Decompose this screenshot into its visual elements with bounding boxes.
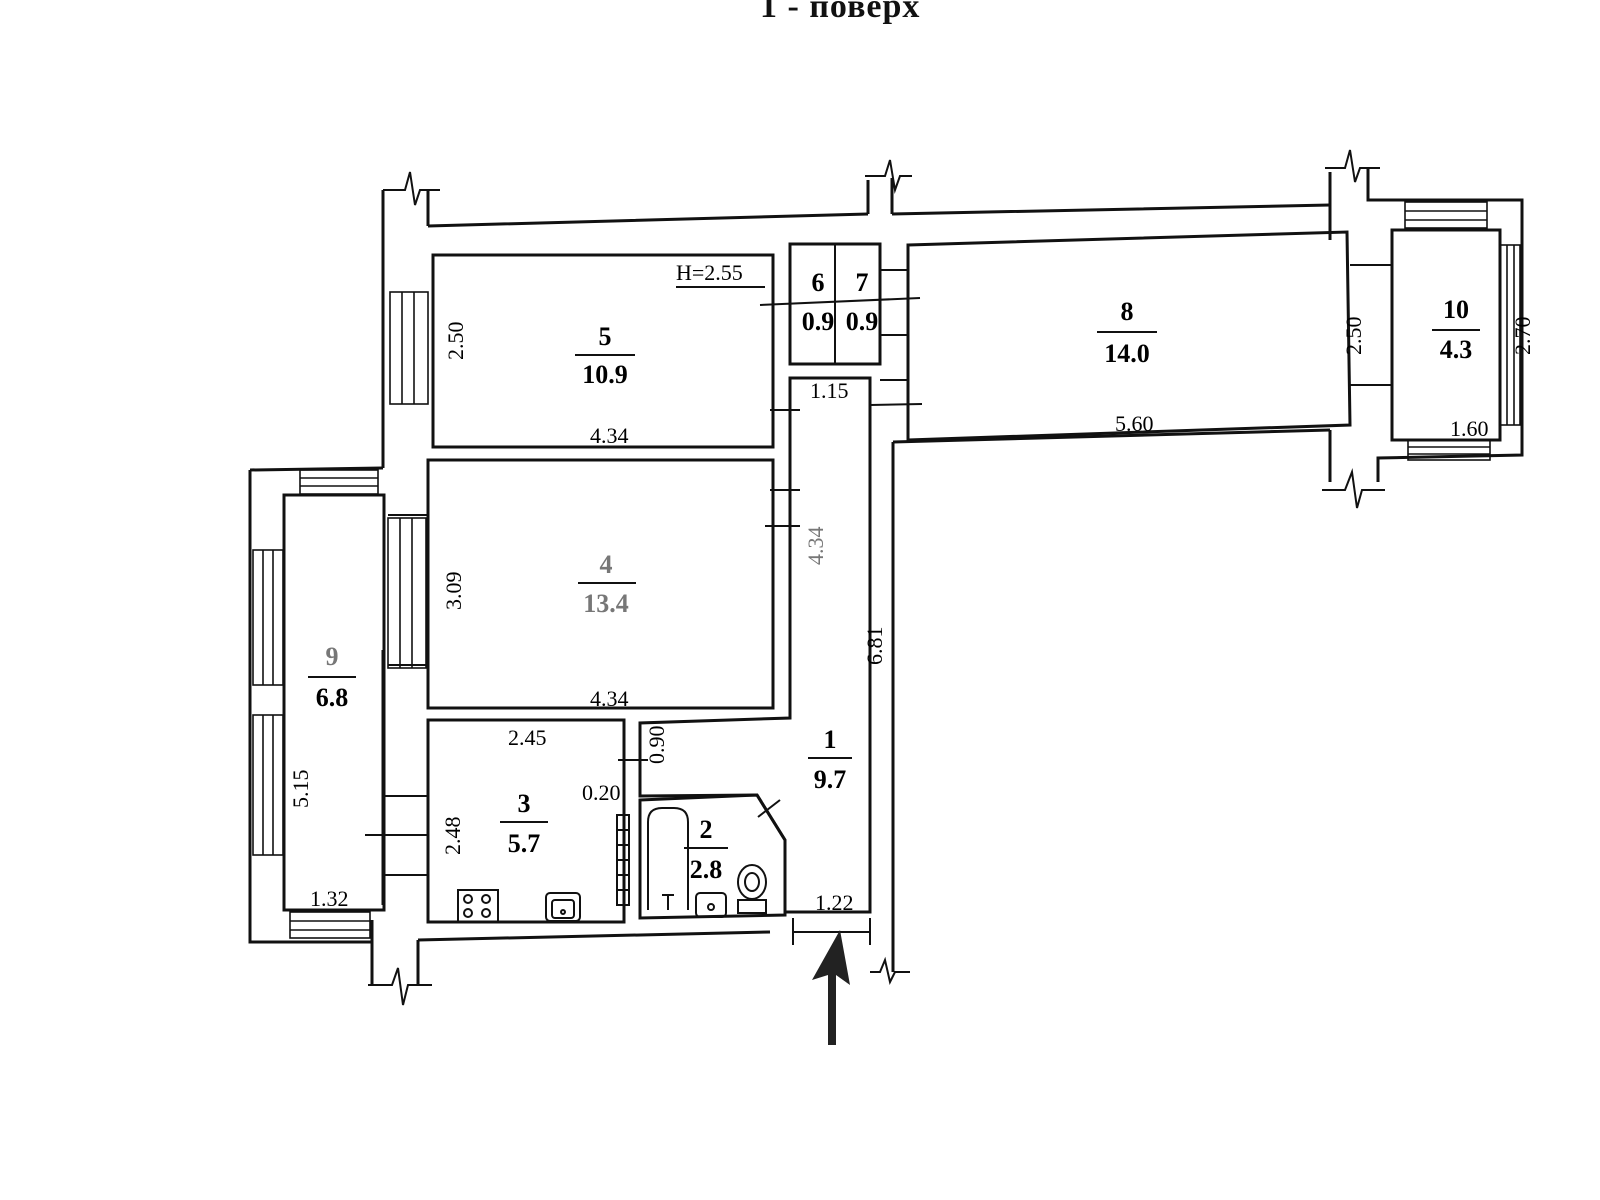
windows bbox=[252, 201, 1521, 939]
sink-icon bbox=[545, 892, 581, 922]
room-6-label: 6 0.9 bbox=[802, 268, 835, 336]
outer-walls bbox=[248, 149, 1524, 1006]
room-7-area: 0.9 bbox=[846, 307, 879, 336]
room-5-number: 5 bbox=[599, 322, 612, 351]
room-7-number: 7 bbox=[856, 268, 869, 297]
washbasin-icon bbox=[695, 892, 727, 918]
room-5-area: 10.9 bbox=[582, 360, 628, 389]
room-4-number: 4 bbox=[600, 550, 613, 579]
window-room5 bbox=[389, 291, 429, 405]
room-4-outline bbox=[426, 458, 775, 710]
window-room9-left-upper bbox=[252, 549, 284, 686]
window-room10-bottom bbox=[1407, 439, 1491, 461]
room-8-number: 8 bbox=[1121, 297, 1134, 326]
room-2-label: 2 2.8 bbox=[684, 815, 728, 884]
niche-width-dim: 0.20 bbox=[582, 780, 621, 805]
entrance-arrow-icon bbox=[812, 930, 850, 1045]
room4-width-dim: 4.34 bbox=[590, 686, 629, 711]
window-room10-right bbox=[1499, 244, 1521, 426]
room-1-outline bbox=[638, 376, 872, 914]
door-marks bbox=[365, 264, 1392, 945]
room-8-area: 14.0 bbox=[1104, 339, 1150, 368]
corridor-top-dim: 1.15 bbox=[810, 378, 849, 403]
room-7-label: 7 0.9 bbox=[846, 268, 879, 336]
room-4-area: 13.4 bbox=[583, 589, 629, 618]
room-1-area: 9.7 bbox=[814, 765, 847, 794]
room4-side-dim: 4.34 bbox=[803, 527, 828, 566]
window-room10-top bbox=[1404, 201, 1488, 229]
room-1-number: 1 bbox=[824, 725, 837, 754]
room-2-area: 2.8 bbox=[690, 855, 723, 884]
room-labels: 5 10.9 4 13.4 9 6.8 3 5.7 2 2.8 1 9.7 bbox=[308, 268, 1480, 884]
room-10-area: 4.3 bbox=[1440, 335, 1473, 364]
room-3-number: 3 bbox=[518, 789, 531, 818]
room-5-outline bbox=[431, 253, 775, 449]
room10-height-dim: 2.70 bbox=[1510, 317, 1535, 356]
room-5-label: 5 10.9 bbox=[575, 322, 635, 389]
room-3-label: 3 5.7 bbox=[500, 789, 548, 858]
room-8-label: 8 14.0 bbox=[1097, 297, 1157, 368]
room-10-label: 10 4.3 bbox=[1432, 295, 1480, 364]
room9-length-dim: 5.15 bbox=[288, 770, 313, 809]
room-4-label: 4 13.4 bbox=[578, 550, 636, 618]
room4-height-dim: 3.09 bbox=[441, 572, 466, 611]
fixtures bbox=[457, 807, 850, 1045]
window-room9-left-lower bbox=[252, 714, 284, 856]
window-room9-top bbox=[299, 469, 379, 495]
room-9-area: 6.8 bbox=[316, 683, 349, 712]
room3-width-dim: 2.45 bbox=[508, 725, 547, 750]
room-6-area: 0.9 bbox=[802, 307, 835, 336]
dimension-labels: H=2.55 2.50 4.34 3.09 4.34 4.34 1.15 6.8… bbox=[288, 260, 1535, 915]
bathtub-icon bbox=[647, 807, 689, 910]
room5-width-dim: 4.34 bbox=[590, 423, 629, 448]
toilet-icon bbox=[737, 864, 767, 914]
room-10-number: 10 bbox=[1443, 295, 1469, 324]
room5-height-dim: 2.50 bbox=[443, 322, 468, 361]
ceiling-height-label: H=2.55 bbox=[676, 260, 743, 285]
room-2-number: 2 bbox=[700, 815, 713, 844]
room8-height-dim: 2.50 bbox=[1341, 317, 1366, 356]
window-room4 bbox=[387, 517, 427, 669]
corridor-length-dim: 6.81 bbox=[862, 627, 887, 666]
room-6-number: 6 bbox=[812, 268, 825, 297]
room-8-outline bbox=[906, 230, 1352, 442]
plan-title: 1 - поверх bbox=[760, 0, 921, 25]
room-outlines bbox=[282, 228, 1502, 924]
room-3-area: 5.7 bbox=[508, 829, 541, 858]
room3-height-dim: 2.48 bbox=[440, 817, 465, 856]
room-1-label: 1 9.7 bbox=[808, 725, 852, 794]
room8-width-dim: 5.60 bbox=[1115, 411, 1154, 436]
radiator-icon bbox=[616, 814, 630, 906]
room-9-number: 9 bbox=[326, 642, 339, 671]
room-9-outline bbox=[282, 493, 386, 912]
room-9-label: 9 6.8 bbox=[308, 642, 356, 712]
room-3-outline bbox=[426, 718, 626, 924]
niche-depth-dim: 0.90 bbox=[644, 726, 669, 765]
window-room9-bottom bbox=[289, 911, 371, 939]
stove-icon bbox=[457, 889, 499, 923]
room9-width-dim: 1.32 bbox=[310, 886, 349, 911]
room10-width-dim: 1.60 bbox=[1450, 416, 1489, 441]
corridor-bottom-dim: 1.22 bbox=[815, 890, 854, 915]
